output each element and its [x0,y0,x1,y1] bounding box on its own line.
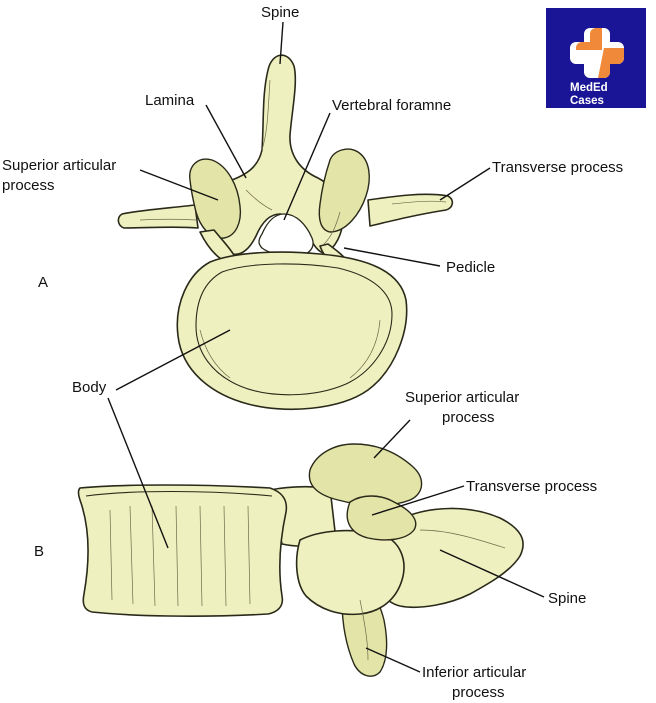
label-inferior-articular-1: Inferior articular [422,664,526,681]
left-transverse-process [117,204,199,229]
leader-spine-a [279,21,284,65]
leader-foramen [283,112,331,221]
label-superior-articular-b-2: process [442,409,495,426]
leader-lines [107,21,545,673]
leader-superior-articular-a [139,169,219,201]
label-pedicle: Pedicle [446,259,495,276]
body-rim [195,263,393,396]
leader-transverse-a [439,167,491,201]
logo-line1: MedEd [570,82,608,94]
leader-pedicle [343,247,441,267]
label-superior-articular-a-1: Superior articular [2,157,116,174]
leader-body-a [115,329,231,391]
lateral-lamina [295,529,405,616]
leader-body-b [107,397,169,549]
logo-line2: Cases [570,95,604,107]
label-lamina: Lamina [145,92,195,109]
lateral-superior-articular-process [308,443,423,506]
vertebral-foramen [258,213,314,257]
leader-inferior-articular [365,647,421,673]
right-transverse-process [367,193,454,227]
figure-letter-b: B [34,543,44,560]
label-transverse-process-b: Transverse process [466,478,597,495]
leader-superior-articular-b [373,419,411,459]
lateral-body-rim [85,490,273,497]
label-body: Body [72,379,107,396]
leader-spine-b [439,549,545,598]
meded-cases-logo: MedEd Cases [546,8,646,108]
label-superior-articular-a-2: process [2,177,55,194]
label-inferior-articular-2: process [452,684,505,701]
label-superior-articular-b-1: Superior articular [405,389,519,406]
figure-letter-a: A [38,274,48,291]
label-transverse-process-a: Transverse process [492,159,623,176]
label-spine-b: Spine [548,590,586,607]
label-spine-a: Spine [261,4,299,21]
lateral-vertebral-body [77,484,288,617]
medical-cross-icon [570,28,624,78]
leader-transverse-b [371,485,465,516]
right-superior-articular-process [318,148,370,233]
leader-lamina [205,104,247,179]
vertebral-body-top [176,251,408,411]
lateral-transverse-process [346,495,417,541]
figure-b-lateral-view [77,443,524,677]
label-vertebral-foramen: Vertebral foramne [332,97,451,114]
figure-a-superior-view [117,54,454,411]
labels: Spine Lamina Vertebral foramne Superior … [2,4,623,701]
